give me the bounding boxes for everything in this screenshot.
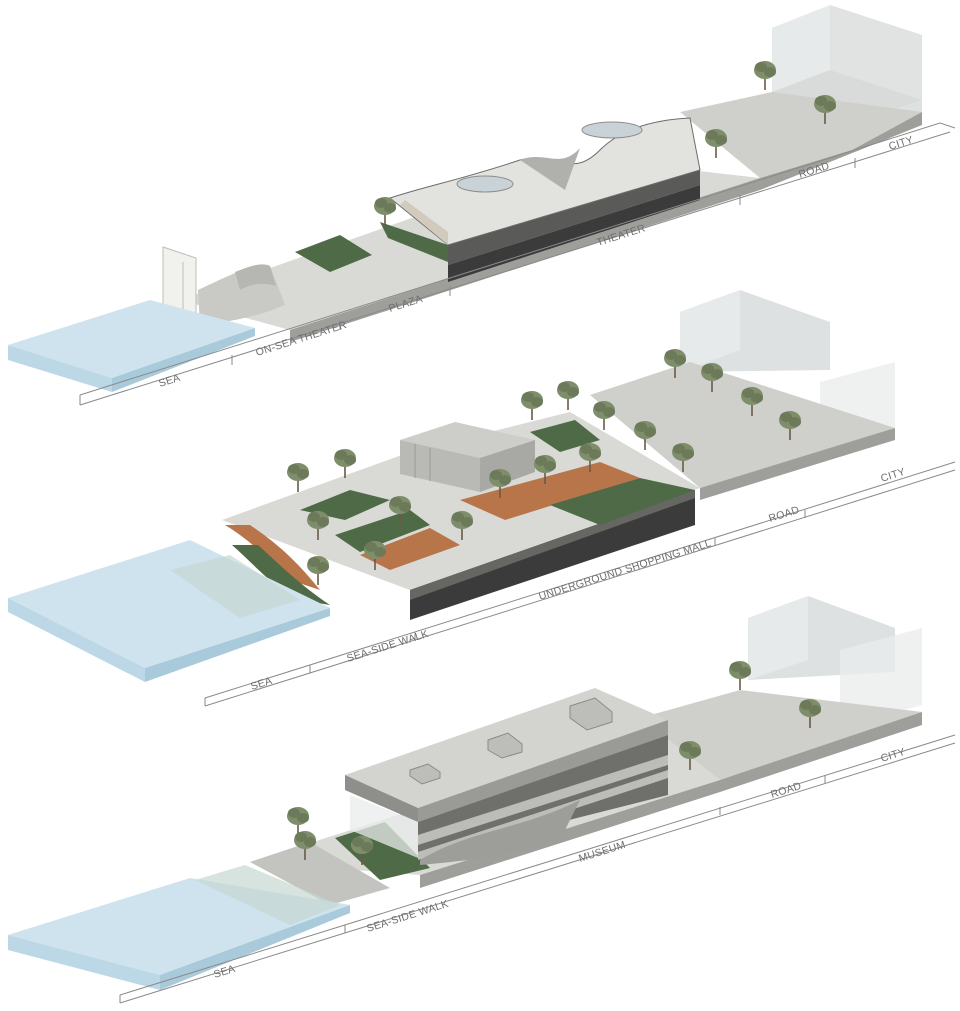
label-sea-side-walk: SEA-SIDE WALK xyxy=(345,628,430,665)
theater-building xyxy=(388,117,701,282)
mall-entrance-building xyxy=(400,422,535,492)
panel-2: SEA SEA-SIDE WALK UNDERGROUND SHOPPING M… xyxy=(8,290,956,707)
wooden-deck-2b xyxy=(460,462,640,520)
label-baseline-1 xyxy=(79,122,956,396)
tree-icon xyxy=(556,380,580,411)
tree-icon xyxy=(373,196,397,227)
sea-surface-1 xyxy=(8,300,255,378)
wooden-deck-2a xyxy=(360,528,460,570)
tree-icon xyxy=(520,390,544,421)
road-surface-3 xyxy=(640,690,922,780)
road-surface-2 xyxy=(590,362,895,488)
tree-icon xyxy=(704,128,728,159)
label-road: ROAD xyxy=(769,780,803,801)
city-buildings-3 xyxy=(748,596,922,728)
tree-icon xyxy=(286,462,310,493)
label-museum: MUSEUM xyxy=(577,839,627,865)
label-sea-side-walk: SEA-SIDE WALK xyxy=(365,898,450,935)
road-surface-1 xyxy=(680,92,922,178)
label-road: ROAD xyxy=(767,504,801,525)
panel-1: SEA ON-SEA THEATER PLAZA THEATER ROAD CI… xyxy=(8,5,956,406)
label-sea: SEA xyxy=(157,372,182,390)
plaza-lawn-1 xyxy=(295,235,372,272)
panel-3: SEA SEA-SIDE WALK MUSEUM ROAD CITY xyxy=(8,596,956,1004)
label-baseline-3 xyxy=(119,734,956,996)
museum-building xyxy=(345,688,668,865)
stepped-walk xyxy=(250,842,390,905)
tree-icon xyxy=(592,400,616,431)
amphitheater-steps xyxy=(225,525,320,590)
label-sea: SEA xyxy=(249,675,274,693)
label-city: CITY xyxy=(879,466,907,485)
label-baseline-2 xyxy=(204,461,956,699)
tree-icon xyxy=(728,660,752,691)
lawn-2a xyxy=(335,510,430,552)
